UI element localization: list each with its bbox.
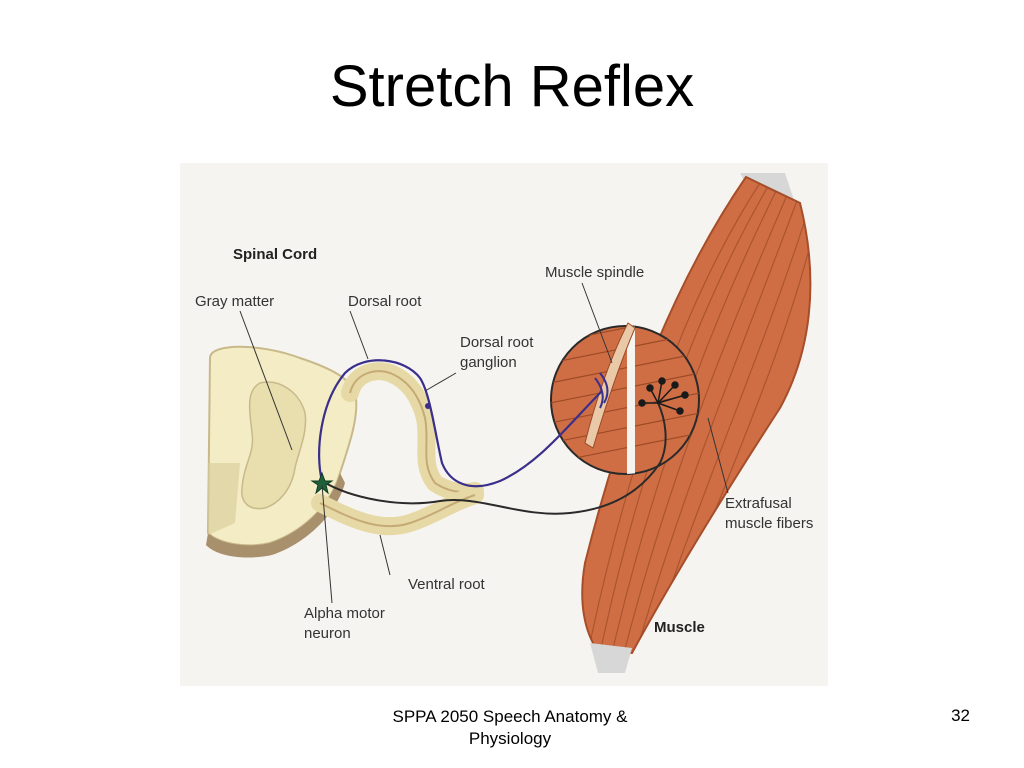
label-extrafusal-1: Extrafusal (725, 495, 792, 512)
zoom-circle (550, 322, 700, 475)
label-gray-matter: Gray matter (195, 293, 274, 310)
label-spinal-cord: Spinal Cord (233, 246, 317, 263)
label-alpha-motor-2: neuron (304, 625, 351, 642)
ventral-root (311, 486, 484, 536)
cord-shadow (206, 473, 345, 558)
ganglion-cell-body (425, 403, 431, 409)
label-extrafusal-2: muscle fibers (725, 515, 813, 532)
stretch-reflex-diagram: Spinal Cord Gray matter Dorsal root Dors… (180, 163, 828, 686)
slide-footer: SPPA 2050 Speech Anatomy & Physiology (340, 706, 680, 750)
central-canal-area (208, 463, 240, 535)
label-dorsal-root: Dorsal root (348, 293, 422, 310)
label-muscle-spindle: Muscle spindle (545, 264, 644, 281)
muscle-spindle (584, 322, 636, 449)
slide-title: Stretch Reflex (329, 54, 695, 119)
dorsal-root (341, 362, 484, 501)
label-dorsal-root-ganglion-1: Dorsal root (460, 334, 534, 351)
leader-lines (239, 282, 729, 604)
label-ventral-root: Ventral root (408, 576, 486, 593)
motor-neuron (321, 402, 667, 515)
label-dorsal-root-ganglion-2: ganglion (460, 354, 517, 371)
label-muscle: Muscle (654, 619, 705, 636)
stretch-reflex-figure: Spinal Cord Gray matter Dorsal root Dors… (180, 163, 828, 686)
footer-line-2: Physiology (468, 729, 552, 748)
label-alpha-motor-1: Alpha motor (304, 605, 385, 622)
page-number: 32 (951, 706, 970, 725)
sensory-neuron (318, 359, 603, 488)
lower-tendon (590, 643, 632, 673)
footer-line-1: SPPA 2050 Speech Anatomy & (392, 707, 628, 726)
gray-matter (241, 381, 307, 510)
motor-end-plates (638, 377, 689, 415)
